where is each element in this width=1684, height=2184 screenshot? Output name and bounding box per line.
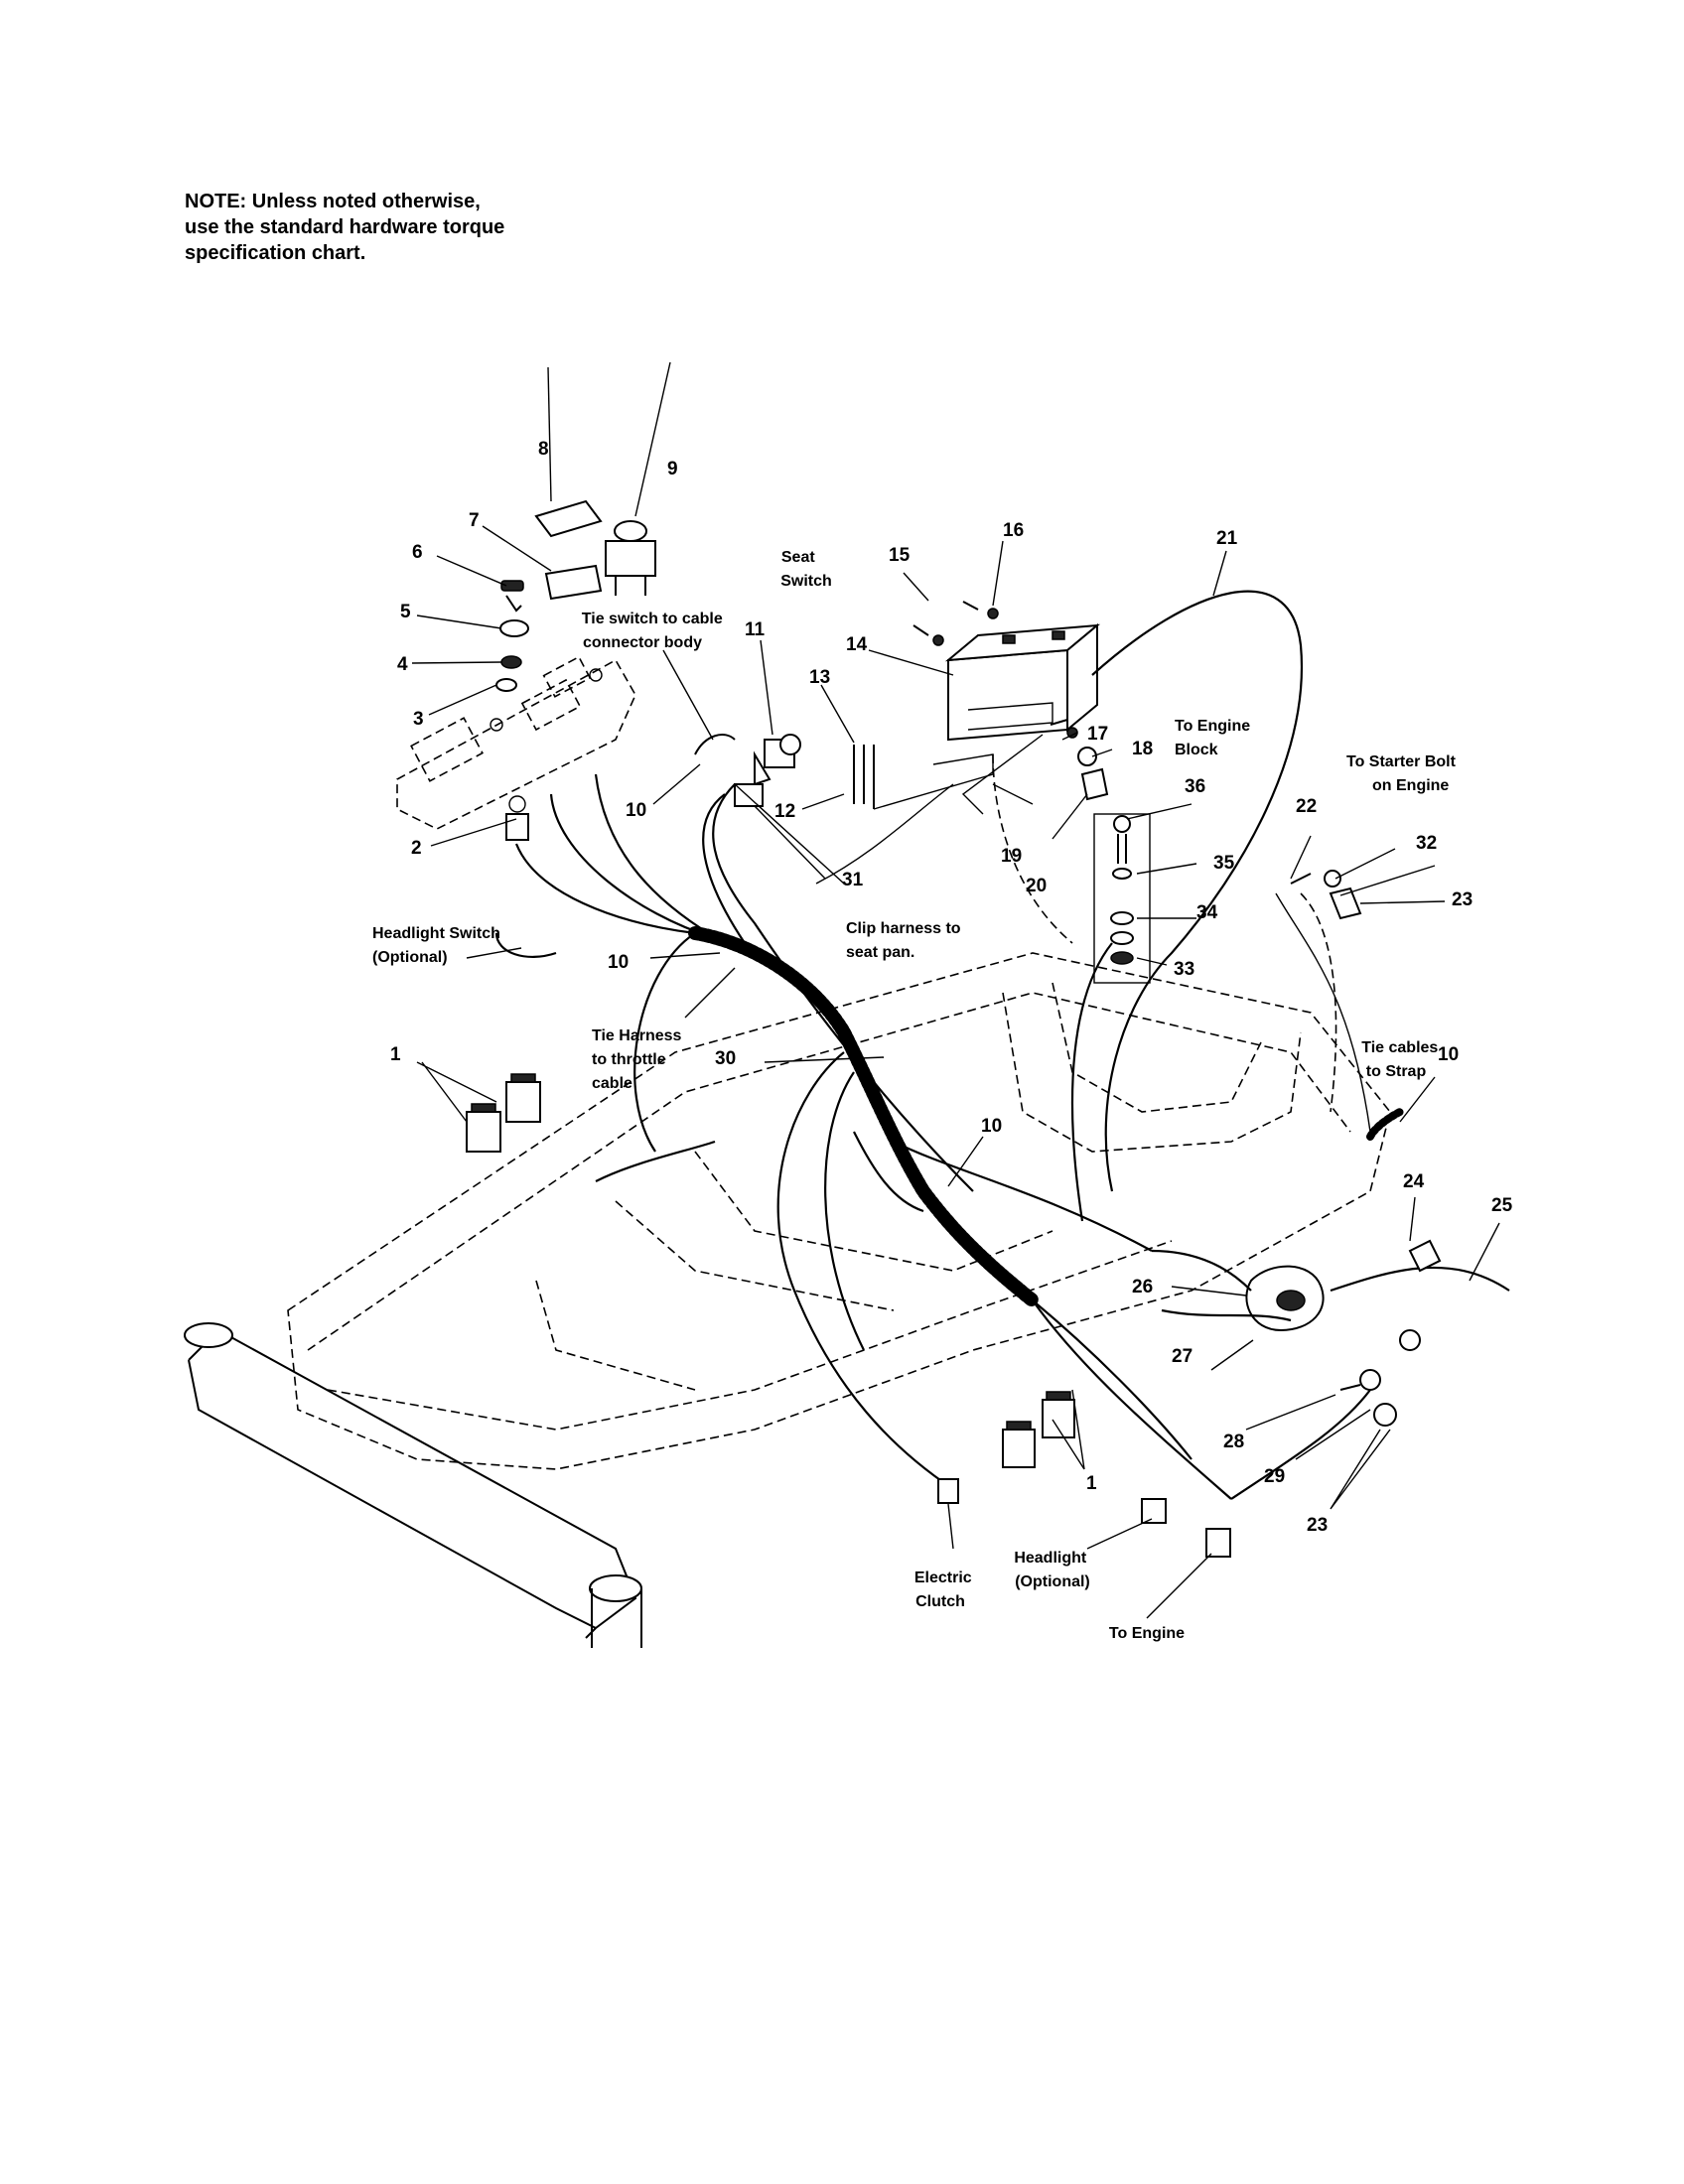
key-switch-parts: [495, 499, 656, 841]
callout-19: 19: [1001, 846, 1022, 867]
callout-12: 12: [774, 801, 795, 822]
battery: [853, 601, 1101, 810]
callout-20: 20: [1026, 876, 1047, 896]
starter-solenoid: [1151, 1239, 1510, 1500]
callout-36: 36: [1185, 776, 1205, 797]
callout-13: 13: [809, 667, 830, 688]
callout-6: 6: [412, 542, 423, 563]
label-clip-harness: Clip harness to seat pan.: [846, 920, 965, 961]
callout-17: 17: [1087, 724, 1108, 745]
callout-31: 31: [842, 870, 864, 890]
label-headlight: Headlight (Optional): [1014, 1550, 1090, 1590]
callout-2: 2: [411, 838, 422, 859]
label-tie-harness: Tie Harness to throttle cable: [592, 1027, 686, 1092]
callout-10-connector: 10: [626, 800, 646, 821]
cable-connector: [694, 734, 764, 807]
callout-30: 30: [715, 1048, 736, 1069]
callout-10-center: 10: [981, 1116, 1002, 1137]
battery-cables: [992, 590, 1304, 1222]
callout-22: 22: [1296, 796, 1317, 817]
callout-23-top: 23: [1452, 889, 1473, 910]
label-to-engine: To Engine: [1109, 1625, 1185, 1642]
leader-lines: [411, 361, 1500, 1619]
callout-3: 3: [413, 709, 424, 730]
callout-9: 9: [667, 459, 678, 479]
engine-block-terminal: [1050, 719, 1151, 984]
callout-33: 33: [1174, 959, 1194, 980]
callout-27: 27: [1172, 1346, 1193, 1367]
callout-26: 26: [1132, 1277, 1153, 1297]
starter-bolt-cable: [1290, 870, 1362, 1113]
callout-24: 24: [1403, 1171, 1425, 1192]
tie-strap: [1366, 1108, 1404, 1141]
label-electric-clutch: Electric Clutch: [914, 1570, 976, 1610]
note-line-2: use the standard hardware torque: [185, 216, 505, 238]
callout-15: 15: [889, 545, 911, 566]
callout-10-strap: 10: [1438, 1044, 1459, 1065]
callout-29: 29: [1264, 1466, 1285, 1487]
front-axle: [184, 1322, 642, 1648]
callout-25: 25: [1491, 1195, 1513, 1216]
callout-numbers: 8 9 7 6 5 4 3 2 10 11 12 13 14 15 16 17 …: [390, 439, 1513, 1536]
callout-14: 14: [846, 634, 868, 655]
label-to-starter-bolt: To Starter Bolt on Engine: [1346, 753, 1460, 794]
seat-switch: [754, 734, 801, 786]
label-to-engine-block: To Engine Block: [1175, 718, 1255, 758]
note-line-3: specification chart.: [185, 242, 366, 264]
callout-10-harness: 10: [608, 952, 629, 973]
callout-21: 21: [1216, 528, 1238, 549]
dash-panel: [396, 655, 636, 830]
chassis-frame: [287, 952, 1391, 1470]
callout-1-left: 1: [390, 1044, 401, 1065]
label-tie-switch: Tie switch to cable connector body: [582, 611, 727, 651]
callout-7: 7: [469, 510, 480, 531]
label-headlight-switch: Headlight Switch (Optional): [372, 925, 504, 966]
callout-16: 16: [1003, 520, 1024, 541]
main-wire-harness: [494, 773, 1232, 1500]
note-line-1: NOTE: Unless noted otherwise,: [185, 191, 481, 212]
callout-34: 34: [1196, 902, 1218, 923]
label-tie-cables: Tie cables to Strap: [1361, 1039, 1443, 1080]
bottom-connectors: [937, 1478, 1231, 1558]
text-labels: Seat Switch Tie switch to cable connecto…: [372, 549, 1460, 1642]
relays: [466, 1073, 1075, 1468]
callout-23-bottom: 23: [1307, 1515, 1328, 1536]
label-seat-switch: Seat Switch: [780, 549, 832, 590]
callout-1-right: 1: [1086, 1473, 1097, 1494]
callout-5: 5: [400, 602, 411, 622]
callout-11: 11: [745, 619, 766, 640]
callout-18: 18: [1132, 739, 1153, 759]
torque-note: NOTE: Unless noted otherwise, use the st…: [185, 189, 641, 266]
callout-32: 32: [1416, 833, 1437, 854]
callout-4: 4: [397, 654, 408, 675]
callout-35: 35: [1213, 853, 1235, 874]
callout-8: 8: [538, 439, 549, 460]
callout-28: 28: [1223, 1432, 1244, 1452]
